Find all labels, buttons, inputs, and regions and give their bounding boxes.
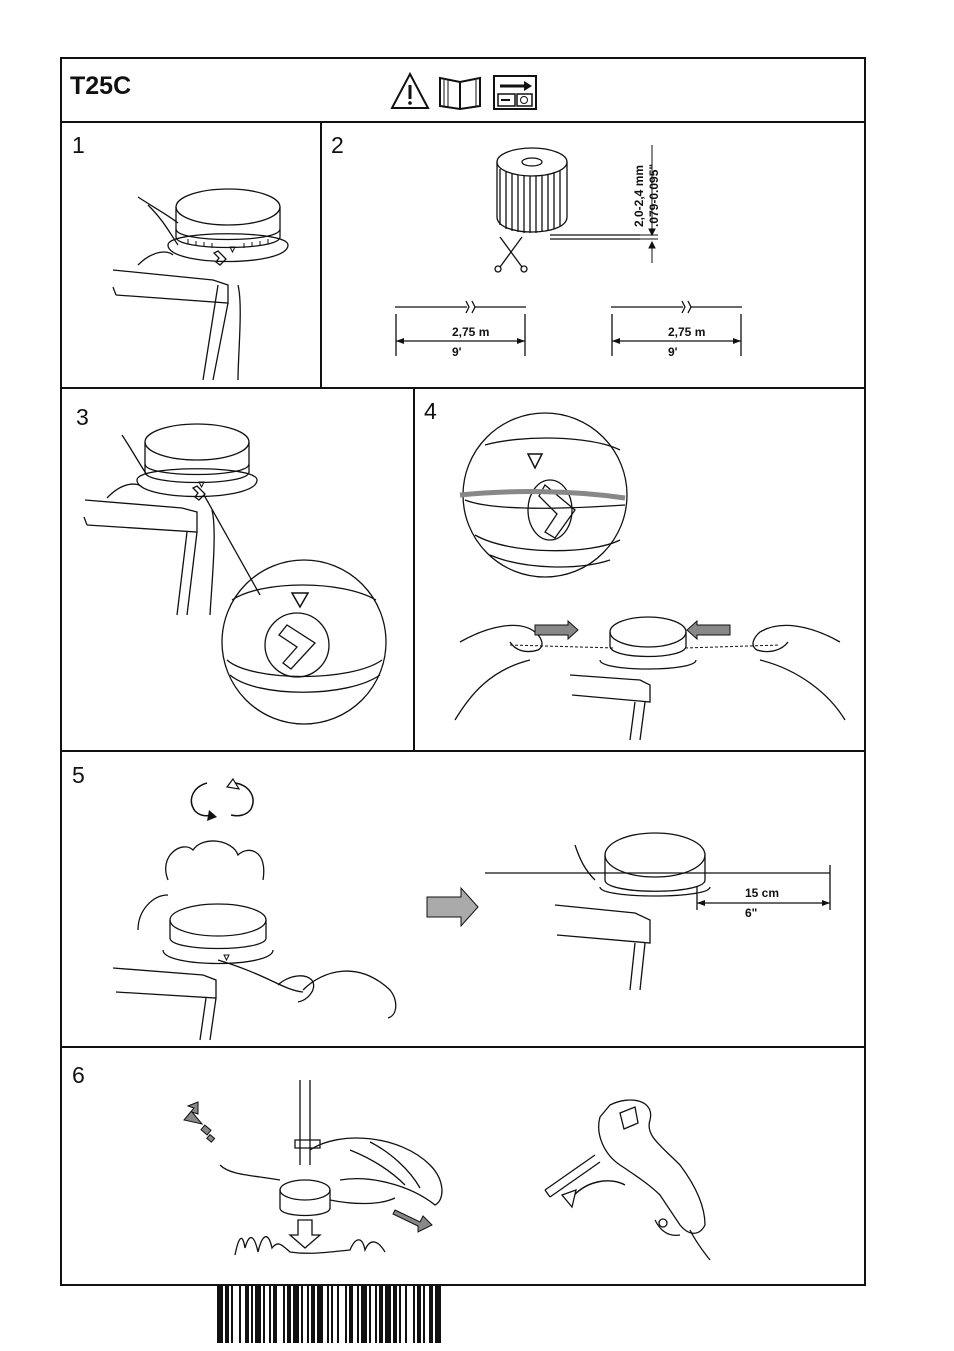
divider-row-1 [60,387,866,389]
line-length-m-left: 2,75 m [452,325,489,339]
stop-engine-icon [493,75,537,110]
line-diameter-in: .079-0.095" [647,164,661,227]
divider-row-3 [60,1046,866,1048]
step5-winding-illustration [112,840,397,1041]
model-title: T25C [70,72,132,100]
step-number-2: 2 [331,132,344,158]
instruction-sheet [60,57,866,1286]
step2-line-spool-illustration: 2,0-2,4 mm .079-0.095" [494,145,661,273]
manual-book-icon [439,76,481,111]
remaining-length-in: 6" [745,906,757,920]
divider-header [60,121,866,123]
step6-throttle-handle-illustration [544,1099,711,1261]
divider-row-2 [60,750,866,752]
line-diameter-mm: 2,0-2,4 mm [632,165,646,227]
step2-line-length-left: 2,75 m 9' [395,300,526,359]
step5-rotation-arrows [190,777,254,821]
divider-col-1 [320,121,322,387]
step5-result-arrow [426,886,479,928]
step-number-6: 6 [72,1062,85,1088]
step-number-5: 5 [72,762,85,788]
step2-line-length-right: 2,75 m 9' [611,300,742,359]
step4-insert-line-illustration [454,412,846,741]
header-icons [390,71,537,111]
barcode [217,1285,441,1343]
step6-tap-head-illustration [183,1080,443,1256]
step1-trimmer-head-illustration [112,188,289,381]
step3-trimmer-head-illustration [83,423,387,725]
divider-col-2 [413,387,415,750]
line-length-ft-left: 9' [452,345,462,359]
line-length-ft-right: 9' [668,345,678,359]
warning-triangle-icon [390,71,430,109]
step5-line-length-result: 15 cm 6" [485,832,831,991]
step-number-4: 4 [424,398,437,424]
remaining-length-cm: 15 cm [745,886,779,900]
step-number-1: 1 [72,132,85,158]
step-number-3: 3 [76,404,89,430]
line-length-m-right: 2,75 m [668,325,705,339]
